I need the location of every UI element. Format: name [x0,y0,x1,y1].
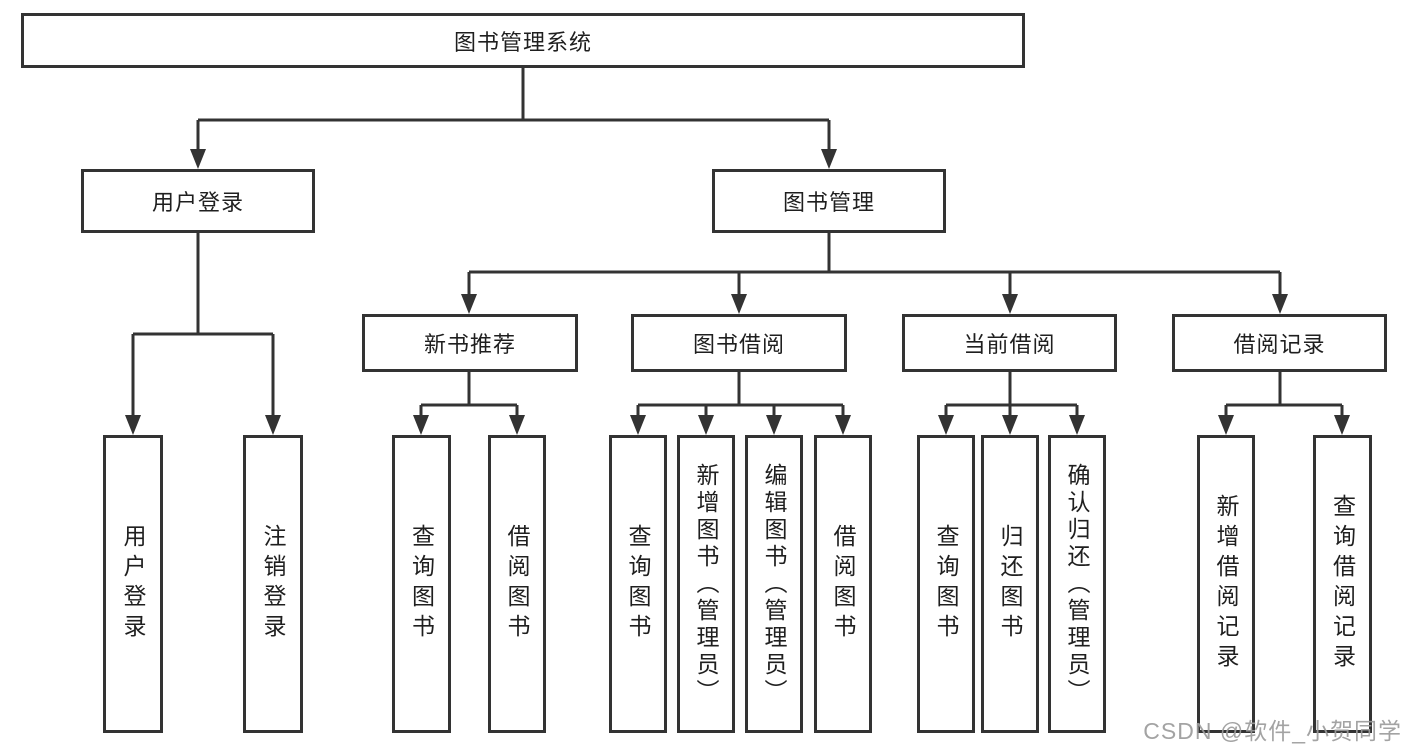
node-user-login-label: 用户登录 [151,190,244,215]
leaf-cb-return-books: 归还图书 [981,435,1039,733]
leaf-br-query-record-label: 查询借阅记录 [1329,494,1356,674]
leaf-nb-borrow-books: 借阅图书 [488,435,546,733]
leaf-bb-query-books: 查询图书 [609,435,667,733]
leaf-br-query-record: 查询借阅记录 [1313,435,1372,733]
leaf-br-add-record: 新增借阅记录 [1197,435,1255,733]
node-library-management-system-label: 图书管理系统 [453,29,592,55]
csdn-watermark: CSDN @软件_小贺同学 [1143,718,1402,744]
node-user-login: 用户登录 [81,169,315,233]
leaf-bb-edit-books-admin: 编辑图书（管理员） [745,435,803,733]
leaf-bb-edit-books-admin-label: 编辑图书（管理员） [761,462,787,706]
leaf-cb-return-books-label: 归还图书 [997,524,1023,644]
node-borrowing-records: 借阅记录 [1172,314,1387,372]
node-new-book-recommend: 新书推荐 [362,314,578,372]
node-library-management-system: 图书管理系统 [21,13,1025,68]
leaf-cb-query-books-label: 查询图书 [933,524,959,644]
leaf-bb-add-books-admin: 新增图书（管理员） [677,435,735,733]
node-current-borrowing-label: 当前借阅 [963,332,1056,357]
leaf-br-add-record-label: 新增借阅记录 [1213,494,1239,674]
leaf-cb-confirm-return-admin-label: 确认归还（管理员） [1064,462,1090,706]
leaf-bb-query-books-label: 查询图书 [625,524,651,644]
node-book-management-label: 图书管理 [782,190,875,215]
leaf-bb-add-books-admin-label: 新增图书（管理员） [693,462,719,706]
leaf-bb-borrow-books-label: 借阅图书 [830,524,856,644]
leaf-logout: 注销登录 [243,435,303,733]
node-book-borrowing-label: 图书借阅 [692,332,785,357]
leaf-cb-query-books: 查询图书 [917,435,975,733]
leaf-user-login: 用户登录 [103,435,163,733]
leaf-bb-borrow-books: 借阅图书 [814,435,872,733]
node-borrowing-records-label: 借阅记录 [1233,332,1326,357]
leaf-nb-query-books: 查询图书 [392,435,451,733]
leaf-logout-label: 注销登录 [260,524,286,644]
node-new-book-recommend-label: 新书推荐 [423,332,516,357]
node-book-borrowing: 图书借阅 [631,314,847,372]
leaf-user-login-label: 用户登录 [120,524,146,644]
leaf-cb-confirm-return-admin: 确认归还（管理员） [1048,435,1106,733]
leaf-nb-query-books-label: 查询图书 [408,524,435,644]
leaf-nb-borrow-books-label: 借阅图书 [504,524,530,644]
node-book-management: 图书管理 [712,169,946,233]
node-current-borrowing: 当前借阅 [902,314,1117,372]
